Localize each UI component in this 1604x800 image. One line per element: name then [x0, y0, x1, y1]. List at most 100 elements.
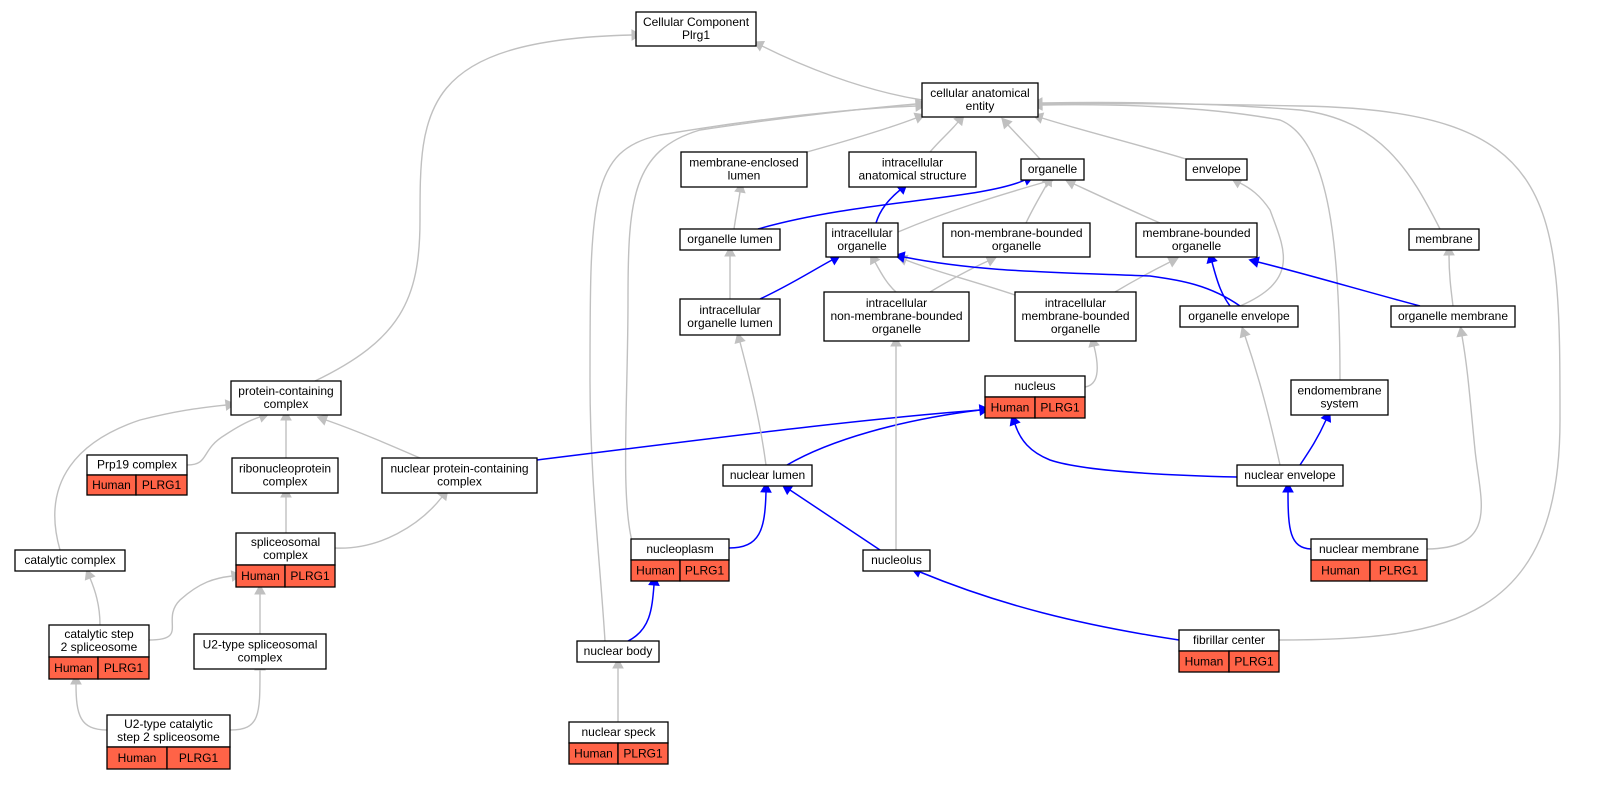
edge-line [89, 577, 101, 626]
node-label-line: organelle [992, 239, 1042, 253]
node-label-line: nuclear lumen [730, 468, 805, 482]
annotation-species: Human [241, 569, 280, 583]
annotation-gene-cell [679, 559, 730, 582]
node-label-line: 2 spliceosome [61, 640, 138, 654]
edge-line [1448, 254, 1454, 307]
edge-line [897, 181, 1046, 233]
edge-line [919, 571, 1180, 641]
node-label-line: system [1320, 397, 1358, 411]
arrowhead-icon [84, 568, 96, 581]
edge-line [874, 261, 897, 293]
node-label-line: endomembrane [1297, 384, 1381, 398]
node-box [942, 222, 1091, 258]
node-label-line: complex [263, 548, 308, 562]
edge-line [186, 416, 261, 466]
edge-line [229, 669, 261, 731]
edge-mel-to-cae [806, 112, 926, 153]
edge-line [75, 683, 108, 731]
edge-line [1041, 102, 1561, 641]
node-nuclumen[interactable]: nuclear lumen [722, 464, 813, 487]
edge-nuclumen-to-iol [734, 332, 767, 466]
node-orgmem[interactable]: organelle membrane [1390, 305, 1516, 328]
node-orglumen[interactable]: organelle lumen [679, 228, 781, 251]
annotation-gene: PLRG1 [1040, 401, 1080, 415]
edge-pcc-to-root [314, 29, 643, 382]
node-label-line: membrane-bounded [1142, 226, 1250, 240]
node-label-line: spliceosomal [251, 535, 320, 549]
edge-nuclumen-to-nucleus [786, 404, 990, 466]
node-label-line: nuclear envelope [1244, 468, 1336, 482]
edge-line [1299, 419, 1327, 466]
node-label-line: organelle [1172, 239, 1222, 253]
arrowhead-icon [915, 98, 927, 110]
node-nucleolus[interactable]: nucleolus [862, 549, 931, 572]
annotation-species: Human [1185, 655, 1224, 669]
edge-line [1244, 335, 1281, 466]
node-label-line: intracellular [699, 303, 760, 317]
annotation-species: Human [991, 401, 1030, 415]
node-box [848, 151, 977, 188]
node-label-line: complex [238, 651, 283, 665]
edge-orgmem-to-membrane [1443, 244, 1455, 307]
node-label-line: membrane [1415, 232, 1473, 246]
edge-line [929, 121, 959, 153]
node-envelope[interactable]: envelope [1185, 158, 1248, 181]
node-box [576, 640, 660, 663]
node-nucbody[interactable]: nuclear body [576, 640, 660, 663]
edge-prp19-to-pcc [186, 411, 270, 466]
edge-line [759, 259, 833, 300]
annotation-gene: PLRG1 [179, 751, 219, 765]
edge-line [806, 117, 917, 153]
node-label-line: lumen [728, 169, 761, 183]
edge-u2cat-to-u2 [229, 659, 266, 731]
node-box [680, 151, 808, 188]
annotation-gene-cell [1228, 650, 1280, 673]
node-label-line: nucleus [1014, 379, 1055, 393]
node-catcomplex[interactable]: catalytic complex [14, 549, 126, 572]
node-orgenv[interactable]: organelle envelope [1179, 305, 1299, 328]
edge-line [1041, 101, 1441, 230]
edge-npcc-to-nucleus [536, 404, 991, 461]
node-inmbo[interactable]: intracellularnon-membrane-boundedorganel… [823, 291, 970, 342]
node-label-line: intracellular [882, 156, 943, 170]
edge-line [1287, 491, 1312, 550]
arrowhead-icon [254, 583, 266, 595]
node-box [1408, 228, 1480, 251]
node-organelle[interactable]: organelle [1020, 158, 1085, 181]
node-membrane[interactable]: membrane [1408, 228, 1480, 251]
node-box [679, 298, 781, 336]
annotation-gene-cell [97, 656, 150, 680]
edge-line [903, 256, 1241, 307]
node-box [1185, 158, 1248, 181]
node-nucenv[interactable]: nuclear envelope [1236, 464, 1344, 487]
node-box [14, 549, 126, 572]
edge-line [728, 491, 767, 549]
edge-nucbody-to-nucleoplasm [627, 574, 660, 642]
edge-ias-to-cae [929, 114, 965, 153]
annotation-gene-cell [284, 564, 336, 588]
